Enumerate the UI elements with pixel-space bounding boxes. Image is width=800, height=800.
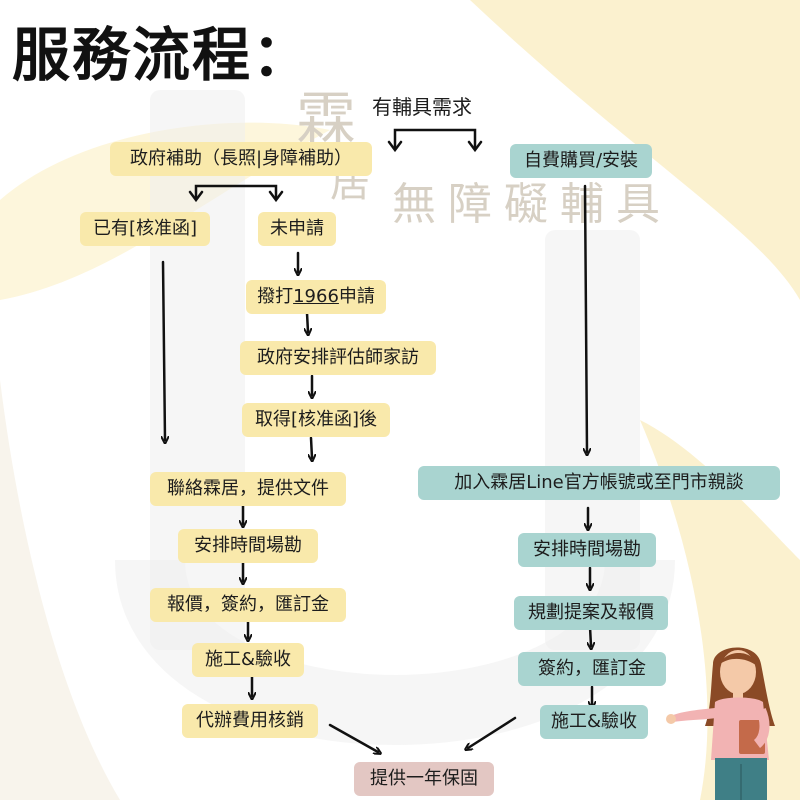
- node-site-survey-right: 安排時間場勘: [518, 533, 656, 567]
- node-gov-home-visit: 政府安排評估師家訪: [240, 341, 436, 375]
- node-reimbursement: 代辦費用核銷: [182, 704, 318, 738]
- node-self-purchase: 自費購買/安裝: [510, 144, 652, 178]
- node-one-year-warranty: 提供一年保固: [354, 762, 494, 796]
- call-number: 1966: [293, 286, 339, 307]
- node-gov-subsidy: 政府補助（長照|身障補助）: [110, 142, 372, 176]
- node-quote-sign-deposit: 報價，簽約，匯訂金: [150, 588, 346, 622]
- node-contact-provide-docs: 聯絡霖居，提供文件: [150, 472, 346, 506]
- node-get-approval-letter: 取得[核准函]後: [242, 403, 390, 437]
- call-suffix: 申請: [338, 286, 375, 307]
- node-plan-proposal-quote: 規劃提案及報價: [514, 596, 668, 630]
- node-has-approval-letter: 已有[核准函]: [80, 212, 210, 246]
- node-call-1966: 撥打1966申請: [246, 280, 386, 314]
- node-join-line-or-store: 加入霖居Line官方帳號或至門市親談: [418, 466, 780, 500]
- node-not-applied: 未申請: [258, 212, 336, 246]
- node-construction-inspection-right: 施工&驗收: [540, 705, 648, 739]
- presenter-illustration: [666, 647, 775, 800]
- watermark-slogan: 無障礙輔具: [392, 179, 672, 230]
- node-need: 有輔具需求: [372, 95, 472, 119]
- node-site-survey-left: 安排時間場勘: [178, 529, 318, 563]
- call-prefix: 撥打: [257, 286, 294, 307]
- node-sign-deposit-right: 簽約，匯訂金: [518, 652, 666, 686]
- page-title: 服務流程：: [12, 21, 313, 89]
- node-construction-inspection-left: 施工&驗收: [192, 643, 304, 677]
